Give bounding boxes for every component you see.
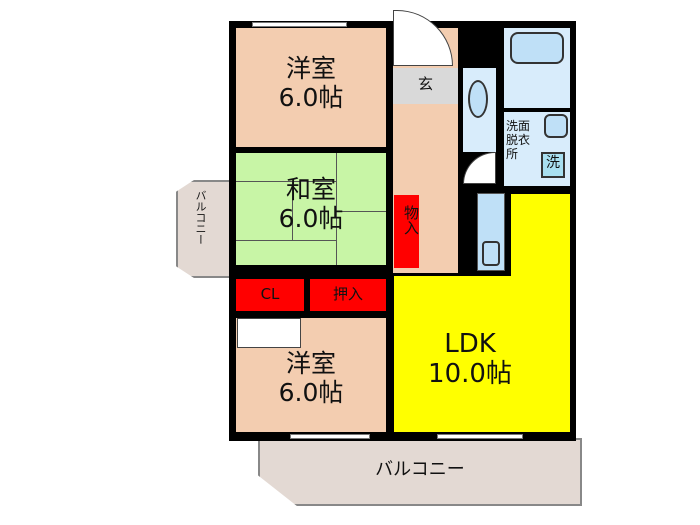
balcony-side bbox=[176, 180, 236, 278]
balcony-bottom-label: バルコニー bbox=[375, 459, 465, 480]
ldk-upper bbox=[511, 194, 570, 278]
storage-closet bbox=[394, 195, 419, 268]
window bbox=[290, 434, 370, 439]
closet-cl-label: CL bbox=[260, 285, 280, 303]
oshiire-closet bbox=[310, 279, 386, 311]
ldk-room bbox=[394, 276, 570, 432]
western-room-top bbox=[236, 28, 386, 147]
oshiire-label: 押入 bbox=[332, 285, 363, 303]
washer-icon bbox=[541, 152, 565, 178]
tatami-lines bbox=[236, 153, 386, 265]
window bbox=[437, 434, 523, 439]
entrance bbox=[393, 68, 458, 104]
balcony-side-label: バルコニー bbox=[194, 190, 207, 245]
bathtub-icon bbox=[510, 32, 564, 64]
window bbox=[252, 22, 347, 27]
entrance-label: 玄 bbox=[417, 75, 433, 93]
sink-icon bbox=[544, 114, 568, 138]
closet-cl bbox=[236, 279, 304, 311]
closet-doors bbox=[237, 318, 301, 348]
washroom-label: 洗面脱衣所 bbox=[506, 119, 531, 161]
kitchen-sink-icon bbox=[482, 241, 500, 266]
toilet-bowl-icon bbox=[468, 80, 488, 118]
entrance-door bbox=[393, 10, 453, 66]
washer-label: 洗 bbox=[546, 155, 560, 171]
storage-label: 物入 bbox=[402, 205, 420, 235]
